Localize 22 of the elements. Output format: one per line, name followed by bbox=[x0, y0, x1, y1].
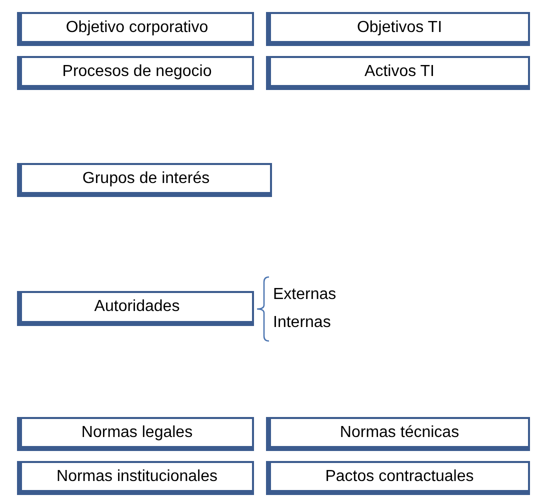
label-box bbox=[17, 56, 254, 90]
label-box bbox=[17, 12, 254, 46]
box-label: Normas legales bbox=[81, 424, 193, 442]
side-note: Externas bbox=[273, 284, 336, 304]
box-label: Pactos contractuales bbox=[325, 468, 474, 486]
side-note: Internas bbox=[273, 312, 331, 332]
box-label: Activos TI bbox=[364, 62, 434, 80]
label-box bbox=[266, 417, 530, 451]
label-box bbox=[17, 291, 254, 326]
box-label: Normas institucionales bbox=[56, 468, 218, 486]
label-box bbox=[266, 56, 530, 90]
label-box bbox=[17, 417, 254, 451]
label-box bbox=[266, 12, 530, 46]
box-label: Objetivo corporativo bbox=[66, 18, 208, 36]
box-label: Grupos de interés bbox=[82, 170, 210, 188]
box-label: Procesos de negocio bbox=[62, 62, 212, 80]
label-box bbox=[17, 461, 254, 495]
box-label: Objetivos TI bbox=[356, 18, 442, 36]
label-box bbox=[266, 461, 530, 495]
box-label: Normas técnicas bbox=[340, 424, 460, 442]
label-box bbox=[17, 163, 272, 197]
box-label: Autoridades bbox=[94, 298, 180, 316]
